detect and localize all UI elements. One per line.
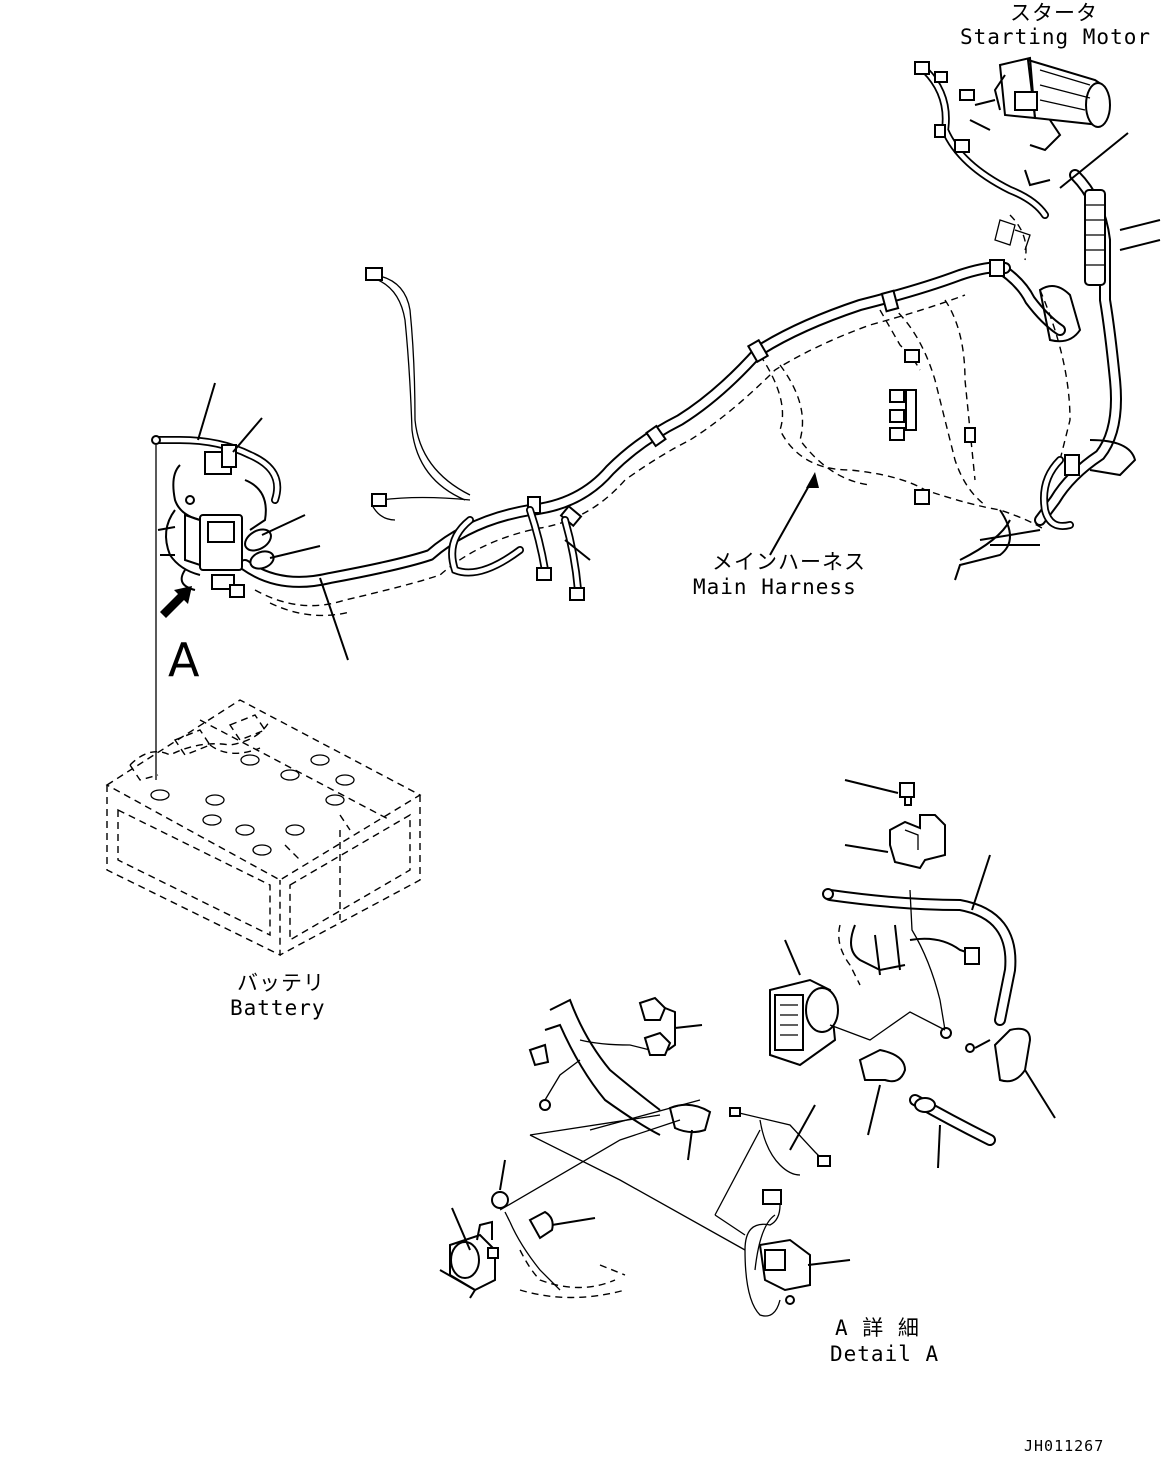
drawing-id: JH011267 [1024,1437,1104,1455]
starter-label: スタータ Starting Motor [960,1,1151,49]
main-harness [239,259,1080,617]
leader-harness-branch [319,577,349,661]
starter-label-jp: スタータ [1010,1,1098,25]
leader-terminal-cap-2 [269,545,321,559]
leader-main-harness [769,474,816,556]
leader-fuse [232,417,263,453]
battery-relay-assembly [151,435,282,598]
detail-label-jp: A 詳 細 [835,1316,920,1340]
detail-label-en: Detail A [830,1342,939,1366]
detail-label: A 詳 細 Detail A [830,1316,939,1366]
harness-label-en: Main Harness [693,575,857,599]
harness-label: メインハーネス Main Harness [693,550,866,599]
view-marker-label: A [168,633,200,687]
battery-label-jp: バッテリ [237,971,325,995]
battery-label: バッテリ Battery [230,971,326,1020]
leader-starter-cable [1059,132,1129,189]
detail-a [439,779,1056,1317]
starting-motor [993,56,1111,152]
harness-label-jp: メインハーネス [712,550,866,574]
starter-label-en: Starting Motor [960,25,1151,49]
battery [105,699,422,957]
view-a-arrow [160,586,192,618]
starter-connectors [914,61,1049,219]
battery-label-en: Battery [230,996,326,1020]
leader-terminal-cap-1 [261,514,306,536]
leader-main-harness-arrow [806,472,819,488]
leader-battery-cable [197,382,216,441]
